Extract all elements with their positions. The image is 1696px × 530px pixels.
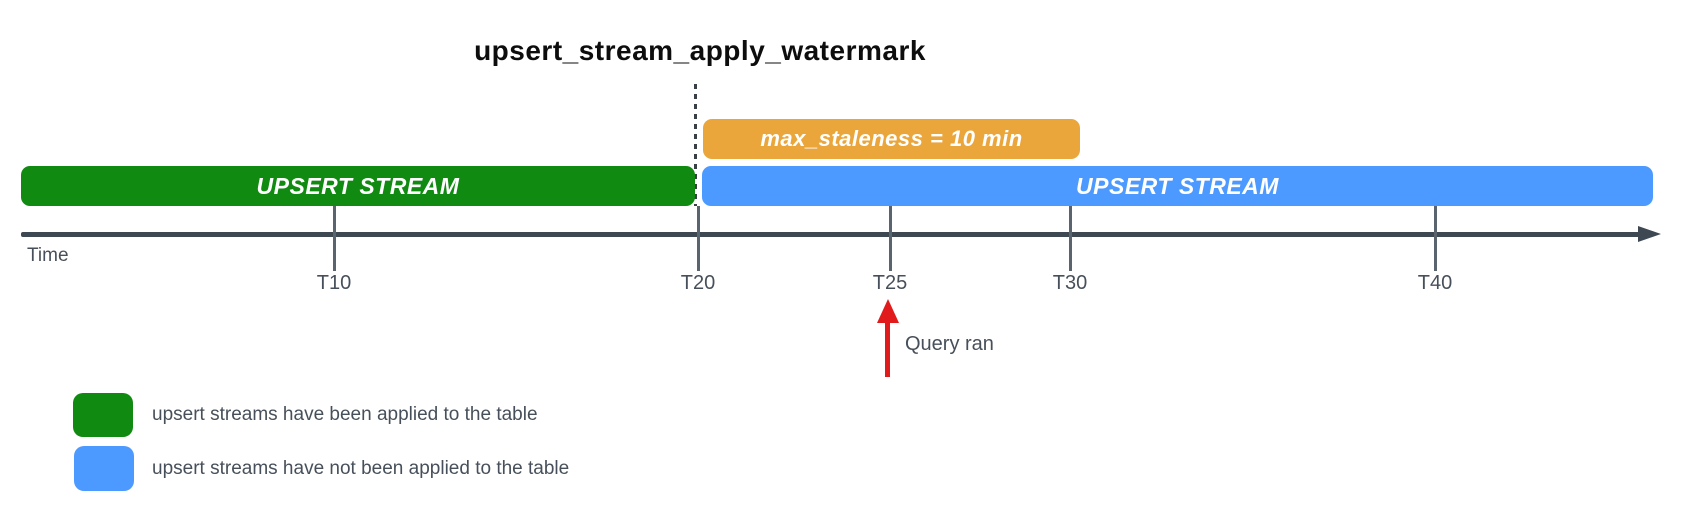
time-axis-arrowhead-icon	[1638, 226, 1661, 242]
watermark-dashed-line	[694, 84, 697, 206]
tick-label-T40: T40	[1417, 272, 1453, 294]
legend-label-applied: upsert streams have been applied to the …	[152, 404, 538, 425]
tick-T20	[697, 206, 700, 271]
query-ran-label: Query ran	[905, 333, 994, 355]
applied-upsert-stream-bar: UPSERT STREAM	[21, 166, 695, 206]
query-ran-arrow-shaft	[885, 320, 890, 377]
not-applied-upsert-stream-bar-label: UPSERT STREAM	[1076, 172, 1279, 199]
legend-label-not-applied: upsert streams have not been applied to …	[152, 458, 570, 479]
legend-swatch-applied	[73, 393, 133, 437]
tick-T30	[1069, 206, 1072, 271]
diagram-title: upsert_stream_apply_watermark	[474, 35, 926, 66]
query-ran-arrow-icon	[877, 299, 899, 323]
tick-T25	[889, 206, 892, 271]
tick-label-T30: T30	[1052, 272, 1088, 294]
tick-T40	[1434, 206, 1437, 271]
max-staleness-bar: max_staleness = 10 min	[703, 119, 1080, 159]
tick-label-T20: T20	[680, 272, 716, 294]
legend-swatch-not-applied	[74, 446, 134, 491]
tick-T10	[333, 206, 336, 271]
tick-label-T25: T25	[872, 272, 908, 294]
max-staleness-bar-label: max_staleness = 10 min	[760, 126, 1023, 151]
time-axis-line	[21, 232, 1641, 237]
not-applied-upsert-stream-bar: UPSERT STREAM	[702, 166, 1653, 206]
time-axis-label: Time	[27, 245, 69, 266]
applied-upsert-stream-bar-label: UPSERT STREAM	[256, 172, 460, 199]
tick-label-T10: T10	[316, 272, 352, 294]
